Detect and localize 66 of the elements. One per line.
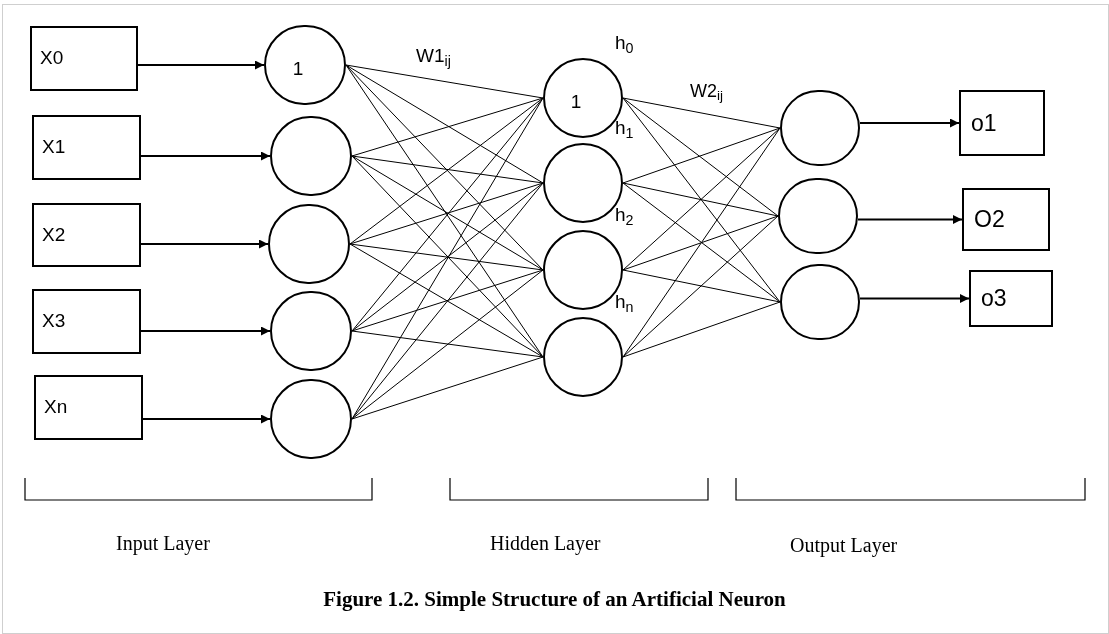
value-label: X0 xyxy=(40,46,64,71)
connection-line xyxy=(351,97,544,332)
connection-line xyxy=(622,127,781,184)
connection-line xyxy=(622,182,781,303)
value-box xyxy=(30,26,138,91)
arrow xyxy=(140,326,271,336)
connection-line xyxy=(351,356,544,420)
value-box xyxy=(32,203,141,267)
connection-line xyxy=(349,97,544,245)
layer-label: Output Layer xyxy=(790,533,898,559)
figure-caption: Figure 1.2. Simple Structure of an Artificial Neuron xyxy=(322,586,787,613)
arrow xyxy=(859,118,960,128)
value-box xyxy=(32,289,141,354)
connection-line xyxy=(351,182,544,332)
connection-line xyxy=(351,155,544,271)
arrow xyxy=(137,60,265,70)
connection-line xyxy=(345,64,544,184)
value-label: X2 xyxy=(42,222,66,247)
layer-label: Input Layer xyxy=(116,531,210,557)
arrow xyxy=(142,414,271,424)
layer-label: Hidden Layer xyxy=(490,531,601,557)
value-box xyxy=(34,375,143,440)
connection-line xyxy=(351,155,544,184)
connection-line xyxy=(351,269,544,332)
neuron-name: h$_{n}$ xyxy=(615,291,634,313)
arrow xyxy=(140,151,271,161)
neuron-label: 1 xyxy=(570,89,582,114)
value-label: o1 xyxy=(971,108,997,138)
connection-line xyxy=(622,269,781,303)
weight-label: W1$_{ij}$ xyxy=(416,44,451,71)
connection-line xyxy=(349,182,544,245)
connection-line xyxy=(622,215,779,358)
connection-line xyxy=(622,215,779,271)
neuron-name: h$_{1}$ xyxy=(615,117,634,139)
connection-line xyxy=(622,97,781,303)
connection-line xyxy=(345,64,544,99)
arrow xyxy=(859,294,970,303)
connection-line xyxy=(622,127,781,271)
connection-line xyxy=(622,97,781,129)
value-label: O2 xyxy=(974,205,1005,235)
connection-line xyxy=(351,182,544,420)
connection-line xyxy=(622,301,781,358)
weight-label: W2$_{ij}$ xyxy=(690,80,723,105)
connection-line xyxy=(622,182,779,217)
connection-line xyxy=(351,155,544,358)
connection-line xyxy=(349,243,544,271)
arrow xyxy=(140,239,269,249)
value-box xyxy=(32,115,141,180)
connection-line xyxy=(622,97,779,217)
connection-line xyxy=(349,243,544,358)
connection-line xyxy=(351,330,544,358)
value-label: o3 xyxy=(981,284,1007,314)
connection-line xyxy=(345,64,544,271)
value-box xyxy=(959,90,1045,156)
connection-line xyxy=(351,269,544,420)
connection-line xyxy=(351,97,544,157)
neuron-name: h$_{2}$ xyxy=(615,204,634,226)
value-label: X3 xyxy=(42,309,66,334)
value-box xyxy=(962,188,1050,251)
value-label: Xn xyxy=(44,395,68,420)
neuron-label: 1 xyxy=(292,56,304,81)
connection-line xyxy=(622,127,781,358)
value-box xyxy=(969,270,1053,327)
neuron-name: h$_{0}$ xyxy=(615,32,634,54)
arrow xyxy=(857,215,963,224)
value-label: X1 xyxy=(42,135,66,160)
